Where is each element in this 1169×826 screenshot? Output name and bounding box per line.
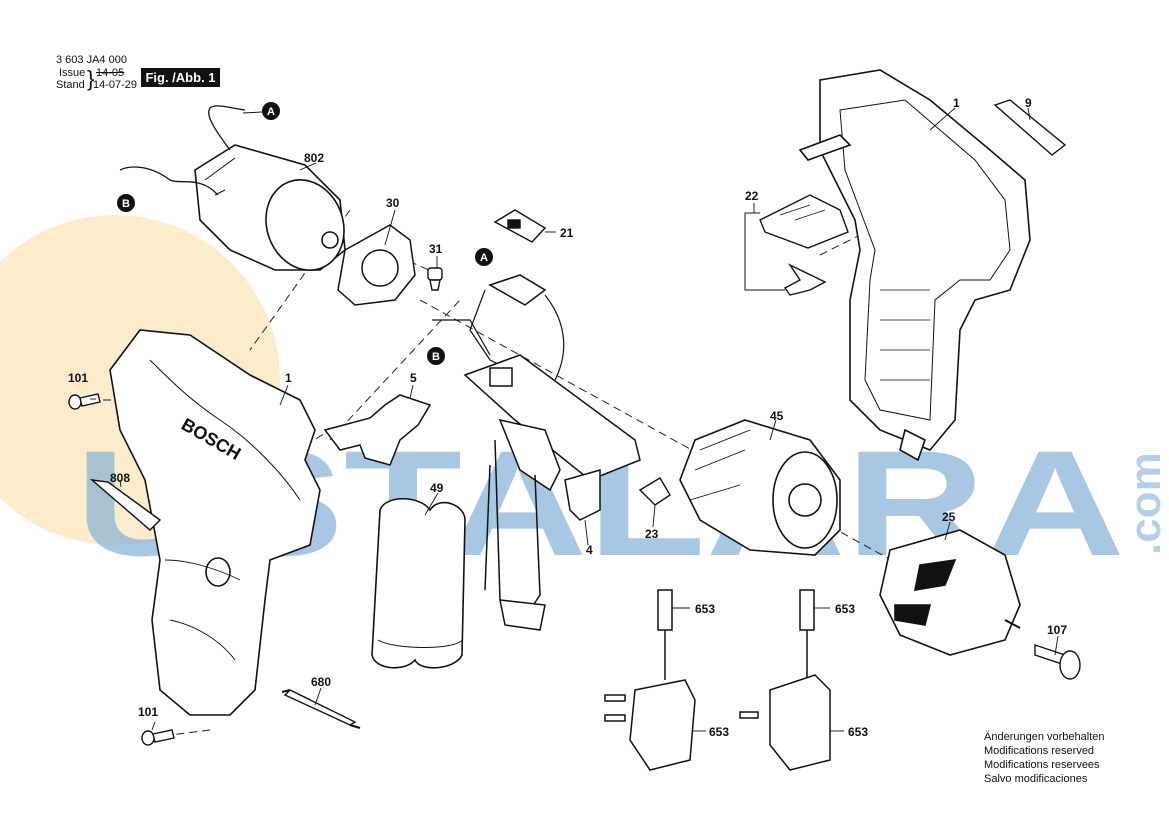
modification-notes: Änderungen vorbehalten Modifications res… (984, 730, 1104, 786)
part-number-5: 5 (410, 371, 417, 385)
part-number-101-top: 101 (68, 371, 88, 385)
part-number-23: 23 (645, 527, 659, 541)
screw-31 (427, 267, 443, 291)
part-number-9: 9 (1025, 96, 1032, 110)
watermark-suffix: .com (1121, 452, 1169, 555)
leader-lines (90, 107, 1059, 732)
part-number-808: 808 (110, 471, 130, 485)
chuck-25 (879, 529, 1021, 656)
part-number-4: 4 (586, 543, 593, 557)
gearbox-45 (679, 419, 841, 556)
part-number-21: 21 (560, 226, 574, 240)
svg-text:A: A (480, 252, 488, 264)
screw-107 (1034, 644, 1081, 680)
note-german: Änderungen vorbehalten (984, 731, 1105, 743)
part-number-30: 30 (386, 196, 400, 210)
part-number-22: 22 (745, 189, 759, 203)
note-spanish: Salvo modificaciones (984, 773, 1088, 785)
switch-22 (759, 194, 849, 296)
housing-half-right (798, 69, 1031, 462)
charger-left (604, 589, 696, 771)
part-number-49: 49 (430, 481, 444, 495)
plate-30 (337, 224, 416, 306)
part-number-653-right-top: 653 (835, 602, 855, 616)
issue-value: 14-05 (96, 67, 125, 79)
stand-value: 14-07-29 (93, 79, 138, 91)
connector-marker-b-top: B (117, 194, 135, 212)
label-plate-808 (89, 479, 162, 531)
part-numbers: 802 30 31 21 1 9 22 101 1 5 808 49 4 23 … (68, 96, 1067, 739)
housing-half-left (109, 329, 321, 716)
charger-right (739, 589, 831, 771)
part-number-25: 25 (942, 510, 956, 524)
screw-101-top (68, 393, 101, 410)
part-number-1-left: 1 (285, 371, 292, 385)
header-brace: } (87, 66, 95, 91)
part-number-107: 107 (1047, 623, 1067, 637)
connector-marker-a-board: A (475, 248, 493, 266)
part-number-653-right-bottom: 653 (848, 725, 868, 739)
svg-text:A: A (267, 106, 275, 118)
part-number-45: 45 (770, 409, 784, 423)
bracket-22 (744, 212, 785, 291)
connector-marker-a-top: A (262, 102, 280, 120)
electronics-4 (432, 274, 641, 631)
motor-802 (119, 105, 346, 271)
stand-label: Stand (56, 79, 85, 91)
figure-label: Fig. /Abb. 1 (141, 68, 220, 87)
part-number-101-bottom: 101 (138, 705, 158, 719)
label-plate-9 (993, 99, 1067, 156)
note-english: Modifications reserved (984, 745, 1095, 757)
part-number-653-left-bottom: 653 (709, 725, 729, 739)
cover-21 (493, 209, 547, 243)
part-number-802: 802 (304, 151, 324, 165)
note-french: Modifications reservees (984, 759, 1100, 771)
bit-680 (281, 689, 361, 729)
bracket-5 (323, 394, 432, 466)
part-number-653-left-top: 653 (695, 602, 715, 616)
issue-label: Issue (59, 67, 86, 79)
screw-101-bottom (141, 729, 175, 746)
part-23 (638, 477, 671, 506)
doc-number: 3 603 JA4 000 (56, 54, 127, 66)
battery-49 (371, 498, 466, 669)
svg-text:B: B (122, 198, 130, 210)
svg-text:B: B (432, 351, 440, 363)
part-number-1-right: 1 (953, 96, 960, 110)
connector-marker-b-board: B (427, 347, 445, 365)
part-number-680: 680 (311, 675, 331, 689)
part-number-31: 31 (429, 242, 443, 256)
